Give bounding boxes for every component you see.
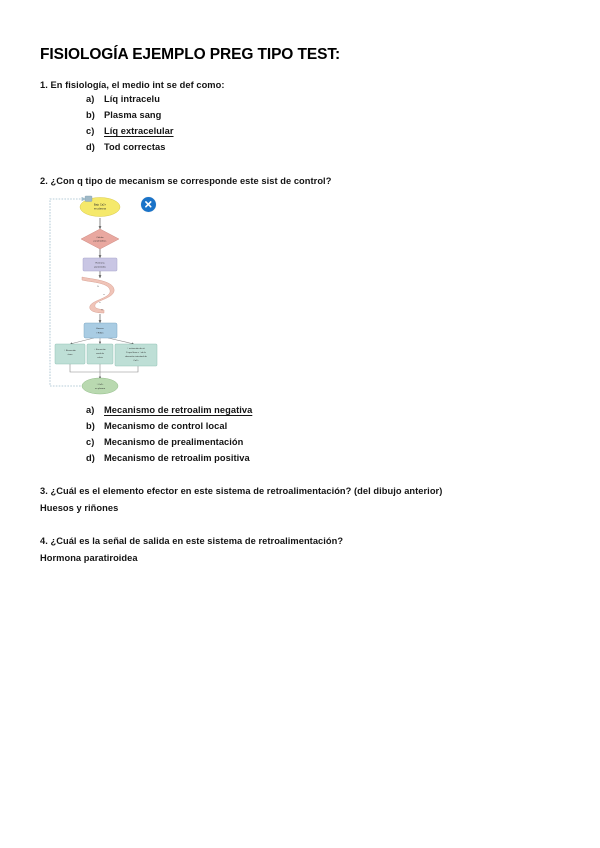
option-letter: d)	[86, 453, 95, 463]
option-row[interactable]: c) Mecanismo de prealimentación	[86, 437, 252, 453]
node-stimulus-label-line2: en plasma	[94, 207, 107, 211]
node-hormone: Hormona paratiroidea	[82, 257, 118, 272]
option-text: Mecanismo de prealimentación	[104, 437, 244, 447]
node-effect-2: ↓ Excreción renal de calcio	[86, 343, 114, 365]
node-effector-label-line2: / Riñón	[97, 332, 105, 335]
node-transport-label-2: a	[103, 294, 105, 296]
connector-effect1-response	[69, 364, 100, 373]
node-effect-1: ↑ Resorción ósea	[54, 343, 86, 365]
node-stimulus: Bajo Ca2+ en plasma	[79, 197, 121, 217]
node-effect-2-label-line2: renal de	[96, 352, 105, 355]
node-response-label-line1: ↑ Ca2+	[97, 383, 105, 386]
option-row[interactable]: d) Mecanismo de retroalim positiva	[86, 453, 252, 469]
loop-connector-stub	[84, 195, 93, 202]
option-text: Plasma sang	[104, 110, 162, 120]
node-transport-vessel: S a n g	[81, 276, 115, 314]
option-text-selected: Mecanismo de retroalim negativa	[104, 405, 253, 415]
option-text: Mecanismo de retroalim positiva	[104, 453, 250, 463]
option-text-selected: Líq extracelular	[104, 126, 174, 136]
node-response-label-line2: en plasma	[95, 388, 106, 390]
node-transport-label-3: n	[99, 302, 101, 304]
close-x-icon	[145, 201, 152, 208]
calcium-feedback-diagram: Bajo Ca2+ en plasma Células paratiroidea…	[42, 192, 172, 400]
option-letter: b)	[86, 110, 95, 120]
node-transport-label-4: g	[101, 309, 103, 311]
option-row[interactable]: b) Mecanismo de control local	[86, 421, 252, 437]
option-letter: d)	[86, 142, 95, 152]
question-1-options: a) Líq intracelu b) Plasma sang c) Líq e…	[86, 94, 174, 158]
node-hormone-label-line2: paratiroidea	[94, 266, 106, 269]
question-4-answer: Hormona paratiroidea	[40, 553, 138, 563]
question-2-options: a) Mecanismo de retroalim negativa b) Me…	[86, 405, 252, 469]
node-sensor: Células paratiroideas	[80, 228, 120, 250]
option-text: Mecanismo de control local	[104, 421, 228, 431]
close-x-badge[interactable]	[141, 197, 156, 212]
node-effect-1-label-line2: ósea	[68, 354, 74, 356]
option-row[interactable]: a) Líq intracelu	[86, 94, 174, 110]
node-sensor-label-line1: Células	[96, 237, 104, 239]
node-effect-3: ↑ activación de vit D que lleva a ↑ de l…	[114, 343, 158, 367]
node-effect-2-label-line3: calcio	[97, 357, 103, 359]
option-letter: c)	[86, 126, 95, 136]
connector-effector-effect3	[107, 337, 135, 345]
option-letter: a)	[86, 405, 95, 415]
node-stimulus-label-line1: Bajo Ca2+	[94, 203, 107, 207]
connector-effector-effect1	[69, 337, 95, 345]
node-effect-2-label-line1: ↓ Excreción	[94, 348, 106, 351]
question-1-prompt: 1. En fisiología, el medio int se def co…	[40, 80, 225, 90]
node-effect-3-label-line1: ↑ activación de vit	[127, 347, 145, 350]
option-letter: b)	[86, 421, 95, 431]
option-row[interactable]: b) Plasma sang	[86, 110, 174, 126]
node-effect-3-label-line3: absorción intestinal de	[125, 355, 148, 358]
option-text: Líq intracelu	[104, 94, 160, 104]
node-effect-3-label-line4: Ca2+	[133, 360, 139, 362]
option-letter: c)	[86, 437, 95, 447]
node-transport-label: S	[97, 286, 99, 288]
node-sensor-label-line2: paratiroideas	[94, 240, 108, 243]
node-effect-3-label-line2: D que lleva a ↑ de la	[126, 351, 147, 354]
page-title: FISIOLOGÍA EJEMPLO PREG TIPO TEST:	[40, 46, 341, 63]
option-letter: a)	[86, 94, 95, 104]
option-row[interactable]: a) Mecanismo de retroalim negativa	[86, 405, 252, 421]
node-hormone-label-line1: Hormona	[96, 262, 106, 265]
question-2-prompt: 2. ¿Con q tipo de mecanism se correspond…	[40, 176, 332, 186]
node-response: ↑ Ca2+ en plasma	[81, 377, 119, 395]
option-row[interactable]: c) Líq extracelular	[86, 126, 174, 142]
node-effector: Huesos / Riñón	[83, 322, 118, 339]
question-3-answer: Huesos y riñones	[40, 503, 119, 513]
node-effect-1-label-line1: ↑ Resorción	[64, 349, 76, 352]
option-row[interactable]: d) Tod correctas	[86, 142, 174, 158]
connector-effect3-response	[100, 366, 139, 373]
node-effector-label-line1: Huesos	[96, 328, 104, 330]
option-text: Tod correctas	[104, 142, 166, 152]
question-3-prompt: 3. ¿Cuál es el elemento efector en este …	[40, 486, 443, 496]
feedback-loop-path	[49, 196, 98, 387]
question-4-prompt: 4. ¿Cuál es la señal de salida en este s…	[40, 536, 344, 546]
